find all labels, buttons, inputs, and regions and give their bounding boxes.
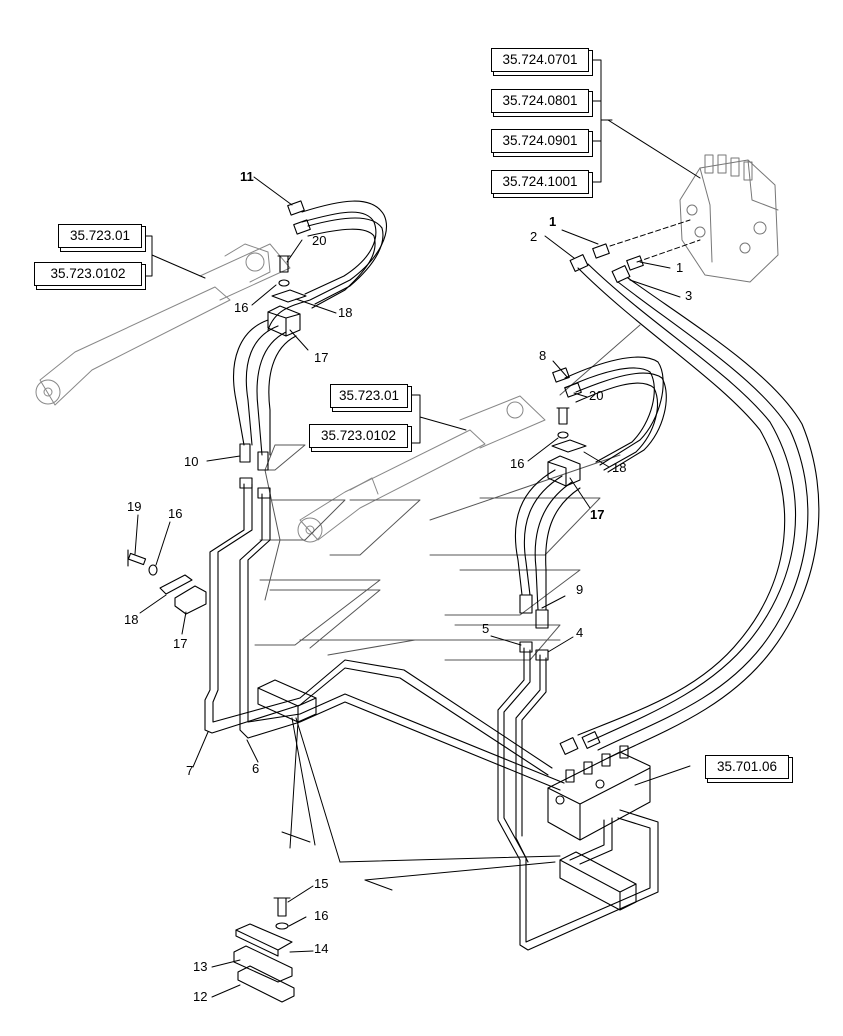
callout-1-top: 1: [549, 214, 557, 229]
clamp-parts-left: [127, 549, 207, 615]
ref-box-cylinder-middle-1[interactable]: 35.723.01: [330, 384, 408, 408]
callout-1-right: 1: [676, 260, 684, 275]
callout-16-bottom: 16: [314, 908, 329, 923]
callout-18-middle: 18: [612, 460, 627, 475]
control-valve: [547, 745, 651, 841]
pipes-6-7: [204, 477, 565, 791]
callout-18-left: 18: [124, 612, 139, 627]
clamp-lower-right: [559, 851, 637, 911]
clamp-middle: [547, 407, 587, 487]
callout-14: 14: [314, 941, 329, 956]
callout-11: 11: [240, 169, 254, 184]
callout-13: 13: [193, 959, 208, 974]
hose-11: [267, 200, 387, 331]
hose-2-3: [559, 243, 820, 759]
callout-18-upper: 18: [338, 305, 353, 320]
callout-20-upper: 20: [312, 233, 327, 248]
callout-3: 3: [685, 288, 693, 303]
clamp-parts-bottom: [233, 897, 295, 1003]
callout-16-upper: 16: [234, 300, 249, 315]
callout-9: 9: [576, 582, 584, 597]
callout-10: 10: [184, 454, 199, 469]
callout-16-middle: 16: [510, 456, 525, 471]
hose-9: [514, 469, 581, 629]
ref-box-control-valve[interactable]: 35.701.06: [705, 755, 789, 779]
hose-10: [233, 319, 297, 471]
clamp-upper: [267, 255, 307, 337]
ref-box-cylinder-middle-2[interactable]: 35.723.0102: [309, 424, 408, 448]
callout-17-left: 17: [173, 636, 188, 651]
cylinder-upper: [35, 243, 291, 406]
callout-5: 5: [482, 621, 490, 636]
callout-8: 8: [539, 348, 547, 363]
callout-4: 4: [576, 625, 584, 640]
clamp-lower: [257, 679, 317, 723]
ref-box-valve-1[interactable]: 35.724.0701: [491, 48, 589, 72]
ref-box-cylinder-upper-1[interactable]: 35.723.01: [58, 224, 142, 248]
valve-block-upper: [679, 154, 779, 283]
callout-17-upper: 17: [314, 350, 329, 365]
callout-12: 12: [193, 989, 208, 1004]
pipes-4-5: [497, 641, 659, 951]
callout-16-left: 16: [168, 506, 183, 521]
hose-8: [552, 356, 667, 473]
callout-2: 2: [530, 229, 538, 244]
cylinder-middle: [297, 395, 546, 543]
callout-15: 15: [314, 876, 329, 891]
ref-box-cylinder-upper-2[interactable]: 35.723.0102: [34, 262, 142, 286]
leader-lines: [134, 176, 681, 998]
callout-17-middle: 17: [590, 507, 605, 522]
ref-box-valve-4[interactable]: 35.724.1001: [491, 170, 589, 194]
ref-box-valve-3[interactable]: 35.724.0901: [491, 129, 589, 153]
callout-6: 6: [252, 761, 260, 776]
callout-20-middle: 20: [589, 388, 604, 403]
frame-outline: [254, 324, 641, 661]
ref-box-valve-2[interactable]: 35.724.0801: [491, 89, 589, 113]
callout-19: 19: [127, 499, 142, 514]
callout-7: 7: [186, 763, 194, 778]
